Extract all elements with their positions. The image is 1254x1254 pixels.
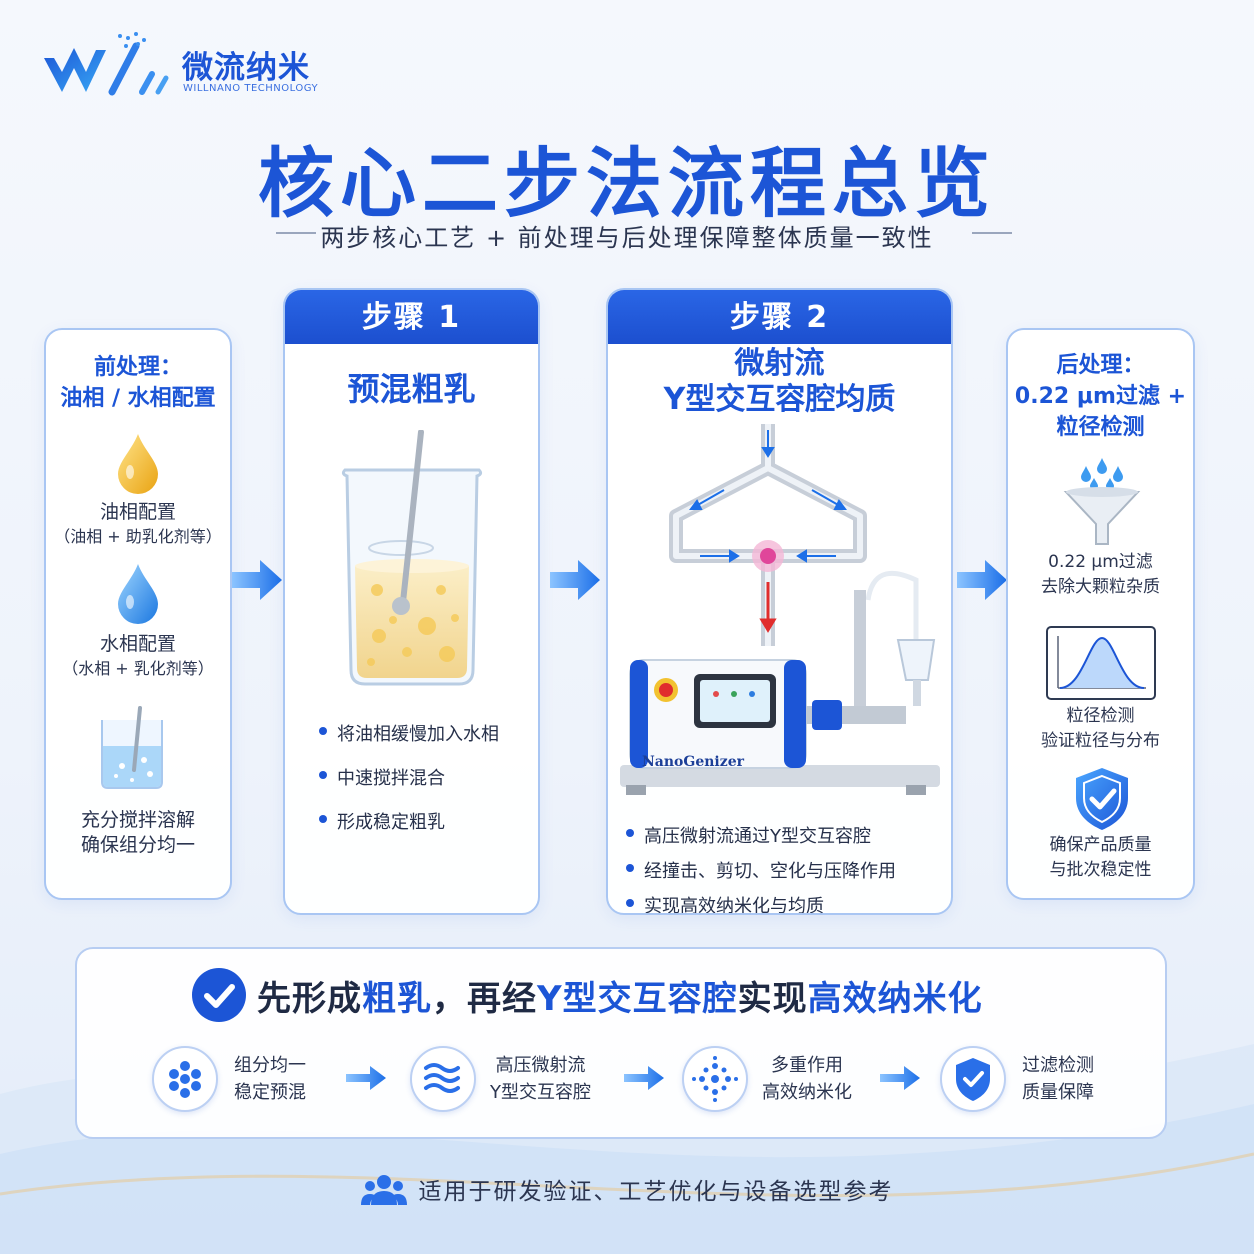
check-circle-icon — [192, 968, 246, 1022]
summary-part: 实现 — [737, 979, 808, 1019]
flow-text-4: 过滤检测 质量保障 — [1022, 1052, 1094, 1106]
size-line2: 验证粒径与分布 — [1041, 731, 1160, 751]
post-heading-line3: 粒径检测 — [1056, 415, 1145, 440]
subtitle-line-left — [276, 232, 316, 234]
quality-line2: 与批次稳定性 — [1049, 860, 1152, 880]
brand-logo — [44, 32, 169, 96]
summary-part: ，再经 — [432, 979, 537, 1019]
pretreatment-card: 前处理： 油相 / 水相配置 油相配置 （油相 + 助乳化剂等） 水相配置 （水… — [44, 328, 232, 900]
post-heading-line2: 0.22 μm过滤 + — [1014, 384, 1187, 409]
step2-badge: 步骤 2 — [608, 290, 951, 344]
summary-highlight: Y型交互容腔 — [537, 979, 738, 1019]
flow-line: 高压微射流 — [495, 1055, 586, 1076]
stir-line2: 确保组分均一 — [80, 834, 195, 856]
post-heading-line1: 后处理： — [1056, 353, 1145, 378]
shield-check-icon — [1076, 768, 1128, 830]
particles-icon — [152, 1046, 218, 1112]
flow-text-1: 组分均一 稳定预混 — [234, 1052, 306, 1106]
step1-bullet: 形成稳定粗乳 — [319, 808, 499, 834]
water-drop-icon — [118, 564, 158, 624]
summary-title: 先形成粗乳，再经Y型交互容腔实现高效纳米化 — [257, 971, 983, 1020]
water-detail: （水相 + 乳化剂等） — [62, 659, 214, 678]
device-brand-label: NanoGenizer — [642, 754, 744, 770]
arrow-right-icon — [550, 560, 600, 600]
y-chamber-icon — [669, 424, 867, 646]
stir-line1: 充分搅拌溶解 — [80, 809, 195, 831]
summary-part: 先形成 — [257, 979, 362, 1019]
water-label: 水相配置 — [99, 633, 176, 655]
oil-label: 油相配置 — [99, 501, 176, 523]
page-subtitle: 两步核心工艺 + 前处理与后处理保障整体质量一致性 — [320, 224, 934, 252]
filter-line2: 去除大颗粒杂质 — [1041, 577, 1160, 597]
summary-highlight: 粗乳 — [362, 979, 432, 1019]
posttreatment-card: 后处理： 0.22 μm过滤 + 粒径检测 0.22 μm过滤 去除大颗粒杂质 … — [1006, 328, 1195, 900]
size-distribution-chart-icon — [1046, 626, 1156, 700]
page-title: 核心二步法流程总览 — [258, 139, 996, 228]
step1-bullet-list: 将油相缓慢加入水相 中速搅拌混合 形成稳定粗乳 — [319, 720, 499, 852]
arrow-right-icon — [232, 560, 282, 600]
shield-check-icon — [940, 1046, 1006, 1112]
pre-heading-line1: 前处理： — [93, 355, 182, 380]
flow-text-3: 多重作用 高效纳米化 — [762, 1052, 852, 1106]
step2-title-line2: Y型交互容腔均质 — [663, 382, 896, 417]
quality-line1: 确保产品质量 — [1049, 835, 1152, 855]
waves-icon — [410, 1046, 476, 1112]
step2-bullet: 经撞击、剪切、空化与压降作用 — [626, 857, 896, 883]
flow-line: Y型交互容腔 — [490, 1082, 591, 1103]
step1-title: 预混粗乳 — [347, 370, 476, 408]
arrow-right-icon — [880, 1066, 920, 1090]
filter-line1: 0.22 μm过滤 — [1048, 552, 1153, 572]
step1-card: 步骤 1 预混粗乳 将油相缓慢加入水相 中速搅拌混合 形成稳定粗乳 — [283, 288, 540, 915]
pre-heading-line2: 油相 / 水相配置 — [60, 386, 216, 411]
footer-note: 适用于研发验证、工艺优化与设备选型参考 — [0, 1172, 1254, 1207]
step2-card: 步骤 2 微射流 Y型交互容腔均质 — [606, 288, 953, 915]
subtitle-line-right — [972, 232, 1012, 234]
step2-bullet: 实现高效纳米化与均质 — [626, 892, 896, 913]
filter-funnel-icon — [1063, 458, 1141, 545]
footer-text: 适用于研发验证、工艺优化与设备选型参考 — [418, 1179, 894, 1205]
size-line1: 粒径检测 — [1066, 706, 1135, 726]
step2-title-line1: 微射流 — [734, 346, 825, 381]
flow-line: 多重作用 — [771, 1055, 843, 1076]
flow-line: 质量保障 — [1022, 1082, 1094, 1103]
step1-bullet: 中速搅拌混合 — [319, 764, 499, 790]
summary-highlight: 高效纳米化 — [807, 979, 983, 1019]
logo-en-text: WILLNANO TECHNOLOGY — [183, 83, 319, 94]
flow-line: 过滤检测 — [1022, 1055, 1094, 1076]
summary-panel: 先形成粗乳，再经Y型交互容腔实现高效纳米化 — [75, 947, 1167, 1139]
oil-drop-icon — [118, 434, 158, 494]
users-group-icon — [360, 1175, 407, 1205]
logo-cn-text: 微流纳米 — [182, 50, 310, 86]
step1-badge: 步骤 1 — [285, 290, 538, 344]
flow-text-2: 高压微射流 Y型交互容腔 — [490, 1052, 591, 1106]
flow-line: 高效纳米化 — [762, 1082, 852, 1103]
stir-beaker-icon — [101, 706, 163, 789]
oil-detail: （油相 + 助乳化剂等） — [54, 527, 222, 546]
arrow-right-icon — [346, 1066, 386, 1090]
burst-icon — [682, 1046, 748, 1112]
arrow-right-icon — [957, 560, 1007, 600]
flow-line: 组分均一 — [234, 1055, 306, 1076]
step2-bullet: 高压微射流通过Y型交互容腔 — [626, 822, 896, 848]
step2-bullet-list: 高压微射流通过Y型交互容腔 经撞击、剪切、空化与压降作用 实现高效纳米化与均质 — [626, 822, 896, 913]
nanogenizer-device-icon — [620, 570, 940, 795]
arrow-right-icon — [624, 1066, 664, 1090]
flow-line: 稳定预混 — [234, 1082, 306, 1103]
step1-bullet: 将油相缓慢加入水相 — [319, 720, 499, 746]
beaker-emulsion-icon — [341, 430, 483, 686]
